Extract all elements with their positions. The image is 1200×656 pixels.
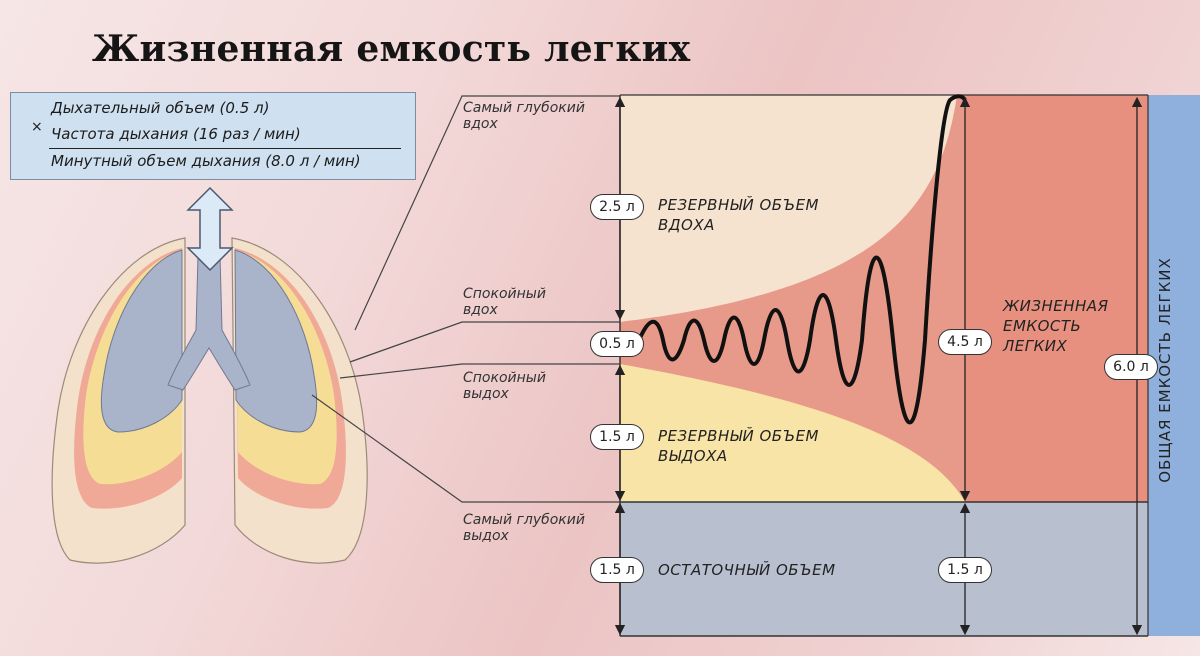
label-quiet-inhale-line1: Спокойный bbox=[463, 286, 546, 302]
inspiratory-reserve-value: 2.5 л bbox=[590, 194, 644, 220]
minute-volume-text: Минутный объем дыхания (8.0 л / мин) bbox=[51, 152, 361, 170]
tidal-volume-value: 0.5 л bbox=[590, 331, 644, 357]
residual-volume-value-right: 1.5 л bbox=[938, 557, 992, 583]
right-lung-core bbox=[234, 249, 318, 433]
vital-capacity-value: 4.5 л bbox=[938, 329, 992, 355]
label-max-inhale: Самый глубокий вдох bbox=[463, 100, 585, 132]
label-max-inhale-line2: вдох bbox=[463, 116, 498, 132]
level-connector-lines bbox=[311, 95, 620, 503]
lungs-illustration bbox=[51, 186, 368, 564]
spirogram-chart bbox=[614, 94, 1200, 637]
label-quiet-exhale-line2: выдох bbox=[463, 386, 509, 402]
total-capacity-name: Общая емкость легких bbox=[1156, 257, 1174, 483]
multiply-sign: × bbox=[31, 119, 43, 135]
formula-divider bbox=[49, 148, 401, 149]
connector-quiet-inhale bbox=[349, 321, 620, 363]
expiratory-reserve-value: 1.5 л bbox=[590, 424, 644, 450]
inspiratory-reserve-name-line2: вдоха bbox=[658, 216, 715, 234]
vital-capacity-name-line3: легких bbox=[1003, 337, 1068, 355]
residual-volume-name: Остаточный объем bbox=[658, 561, 836, 579]
tidal-volume-text: Дыхательный объем (0.5 л) bbox=[51, 99, 270, 117]
left-lung-core bbox=[100, 249, 183, 433]
expiratory-reserve-name: Резервный объем выдоха bbox=[658, 426, 819, 466]
connector-quiet-exhale bbox=[339, 363, 620, 379]
label-quiet-exhale: Спокойный выдох bbox=[463, 370, 546, 402]
inspiratory-reserve-name: Резервный объем вдоха bbox=[658, 195, 819, 235]
inspiratory-reserve-name-line1: Резервный объем bbox=[658, 196, 820, 214]
connector-max-exhale bbox=[311, 394, 620, 503]
expiratory-reserve-name-line2: выдоха bbox=[658, 447, 728, 465]
expiratory-reserve-area bbox=[620, 364, 965, 502]
residual-volume-value: 1.5 л bbox=[590, 557, 644, 583]
breathing-wave-curve bbox=[638, 94, 967, 425]
label-max-inhale-line1: Самый глубокий bbox=[463, 100, 585, 116]
vital-capacity-name: Жизненная емкость легких bbox=[1003, 296, 1109, 356]
total-capacity-value: 6.0 л bbox=[1104, 354, 1158, 380]
label-max-exhale-line1: Самый глубокий bbox=[463, 512, 585, 528]
residual-volume-area bbox=[620, 502, 1148, 636]
label-quiet-exhale-line1: Спокойный bbox=[463, 370, 546, 386]
vital-capacity-name-line1: Жизненная bbox=[1003, 297, 1109, 315]
breathing-rate-text: Частота дыхания (16 раз / мин) bbox=[51, 125, 301, 143]
label-max-exhale: Самый глубокий выдох bbox=[463, 512, 585, 544]
page-title: Жизненная емкость легких bbox=[92, 28, 691, 70]
trachea bbox=[167, 254, 251, 391]
vital-capacity-column bbox=[965, 95, 1148, 502]
label-quiet-inhale: Спокойный вдох bbox=[463, 286, 546, 318]
inspiratory-reserve-area bbox=[620, 95, 957, 322]
connector-max-inhale bbox=[354, 95, 620, 331]
expiratory-reserve-name-line1: Резервный объем bbox=[658, 427, 820, 445]
minute-volume-formula-box: × Дыхательный объем (0.5 л) Частота дыха… bbox=[10, 92, 416, 180]
airflow-double-arrow-icon bbox=[186, 186, 234, 272]
label-max-exhale-line2: выдох bbox=[463, 528, 509, 544]
vital-capacity-name-line2: емкость bbox=[1003, 317, 1082, 335]
label-quiet-inhale-line2: вдох bbox=[463, 302, 498, 318]
